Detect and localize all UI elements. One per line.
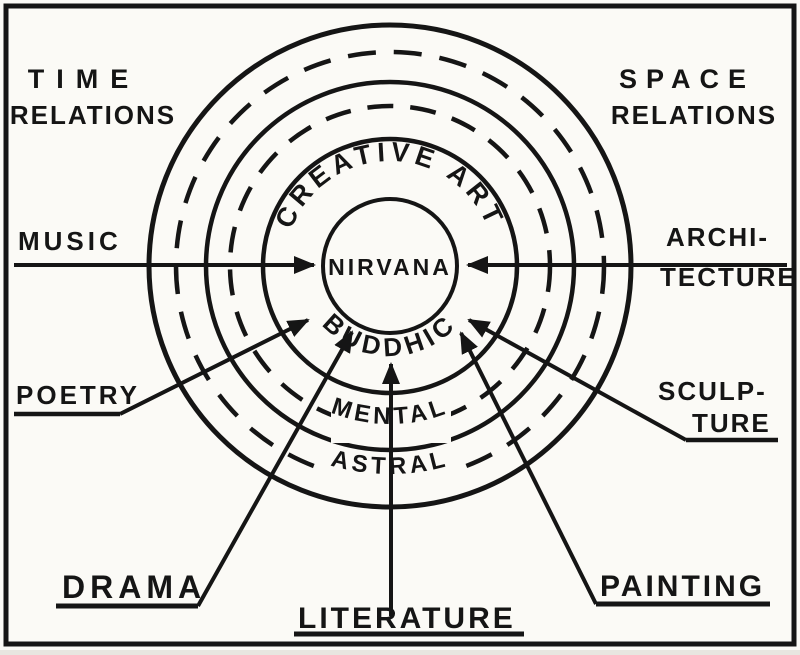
time-relations-line2: RELATIONS bbox=[10, 100, 176, 130]
sculpture-label-line1: SCULP- bbox=[658, 376, 767, 406]
space-relations-line1: SPACE bbox=[619, 64, 755, 94]
poetry-label: POETRY bbox=[16, 380, 140, 410]
nirvana-label: NIRVANA bbox=[328, 254, 452, 280]
music-label: MUSIC bbox=[18, 226, 122, 256]
time-relations-line1: TIME bbox=[28, 64, 141, 94]
painting-arrow bbox=[459, 331, 598, 605]
border-frame bbox=[3, 3, 797, 647]
sculpture-arrow bbox=[467, 318, 687, 442]
architecture-label-line1: ARCHI- bbox=[666, 222, 769, 252]
nirvana-circle bbox=[321, 197, 459, 335]
literature-label: LITERATURE bbox=[298, 602, 516, 635]
painting-label: PAINTING bbox=[600, 570, 765, 603]
poetry-arrow bbox=[119, 318, 310, 416]
sculpture-label-line2: TURE bbox=[692, 408, 771, 438]
space-relations-line2: RELATIONS bbox=[611, 100, 777, 130]
drama-arrow bbox=[196, 330, 354, 607]
architecture-label-line2: TECTURE bbox=[660, 262, 797, 292]
drama-label: DRAMA bbox=[62, 569, 206, 605]
